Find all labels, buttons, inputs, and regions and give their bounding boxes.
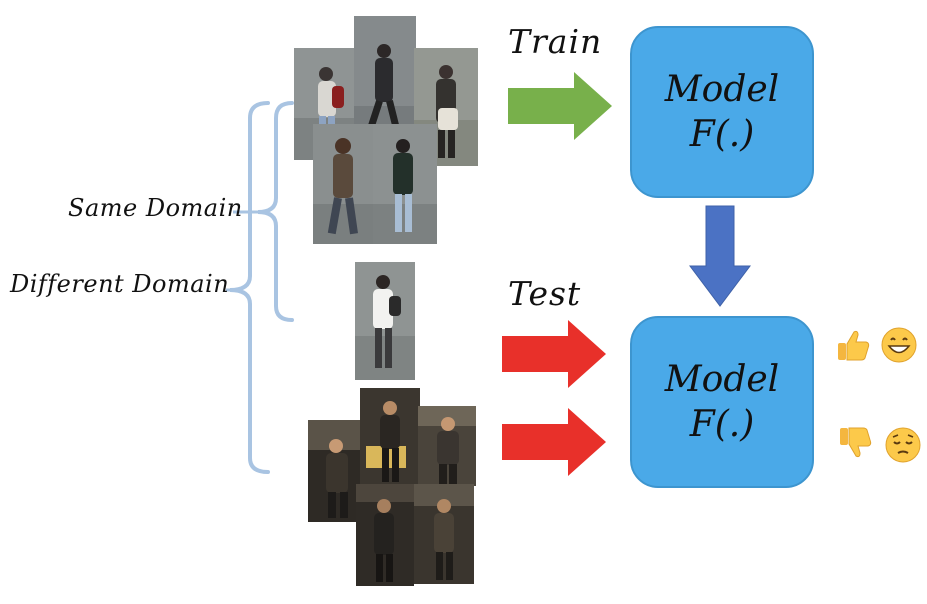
test-arrow-different-domain [502,408,606,476]
test-different-domain-person-image [360,388,420,488]
model-function: F(.) [689,114,755,155]
test-model-box: Model F(.) [630,316,814,488]
test-different-domain-person-image [356,484,414,586]
thumbs-down-icon [836,424,874,462]
different-domain-label: Different Domain [10,270,230,298]
test-label: Test [508,274,582,313]
different-domain-bracket [229,101,270,474]
trained-model-box: Model F(.) [630,26,814,198]
grinning-face-icon [880,326,918,364]
test-arrow-same-domain [502,320,606,388]
model-name: Model [664,359,780,400]
model-name: Model [664,69,780,110]
pensive-face-icon [884,426,922,464]
same-domain-label: Same Domain [68,194,243,222]
train-arrow [508,72,612,140]
test-same-domain-person-image [355,262,415,380]
model-transfer-arrow [689,205,751,307]
test-different-domain-person-image [418,406,476,486]
test-different-domain-person-image [308,420,368,522]
train-label: Train [508,22,603,61]
thumbs-up-icon [834,326,872,364]
same-domain-bracket [257,101,294,322]
test-different-domain-person-image [414,484,474,584]
model-function: F(.) [689,404,755,445]
train-person-image [313,124,375,244]
train-person-image [373,124,437,244]
